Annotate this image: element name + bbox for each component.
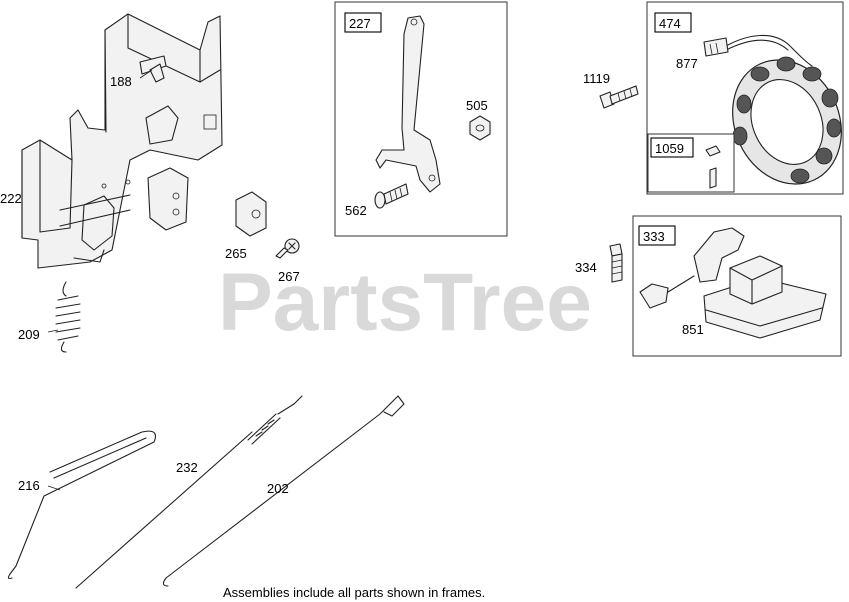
callout-216: 216: [18, 478, 40, 493]
frame-227-label: 227: [349, 16, 371, 31]
callout-877: 877: [676, 56, 698, 71]
callout-1119: 1119: [583, 71, 610, 86]
control-bracket-part: [21, 13, 223, 269]
frame-333-label: 333: [643, 229, 665, 244]
ignition-armature-part: [639, 227, 827, 339]
rod-216-part: [7, 430, 157, 580]
callout-334: 334: [575, 260, 597, 275]
callout-222: 222: [0, 191, 22, 206]
frame-227-label-box: 227: [344, 12, 382, 33]
callout-265: 265: [225, 246, 247, 261]
bolt-1119-part: [599, 85, 639, 109]
screw-267-part: [275, 238, 300, 259]
callout-209: 209: [18, 327, 40, 342]
screw-562-part: [374, 183, 409, 209]
cable-232-part: [75, 395, 303, 589]
frame-474-label-box: 474: [654, 12, 692, 33]
frames-caption: Assemblies include all parts shown in fr…: [223, 585, 485, 600]
callout-267: 267: [278, 269, 300, 284]
callout-232: 232: [176, 460, 198, 475]
frame-1059-label: 1059: [655, 141, 684, 156]
leader-209: [47, 329, 59, 333]
callout-562: 562: [345, 203, 367, 218]
terminal-1059-part: [705, 145, 721, 189]
governor-lever-part: [375, 15, 441, 193]
frame-1059-label-box: 1059: [650, 137, 694, 158]
nut-505-part: [469, 115, 491, 141]
bolt-188-part: [139, 55, 167, 83]
watermark: PartsTree: [218, 257, 592, 348]
callout-188: 188: [110, 74, 132, 89]
clip-265-part: [235, 191, 267, 237]
frame-333-label-box: 333: [638, 225, 676, 246]
alternator-lead-part: [703, 34, 813, 67]
rod-202-part: [162, 395, 405, 587]
callout-202: 202: [267, 481, 289, 496]
spring-209-part: [55, 281, 81, 353]
callout-851: 851: [682, 322, 704, 337]
frame-474-label: 474: [659, 16, 681, 31]
screw-334-part: [609, 243, 623, 283]
alternator-stator-part: [732, 56, 842, 185]
leader-188: [139, 69, 153, 79]
leader-216: [47, 485, 61, 491]
callout-505: 505: [466, 98, 488, 113]
